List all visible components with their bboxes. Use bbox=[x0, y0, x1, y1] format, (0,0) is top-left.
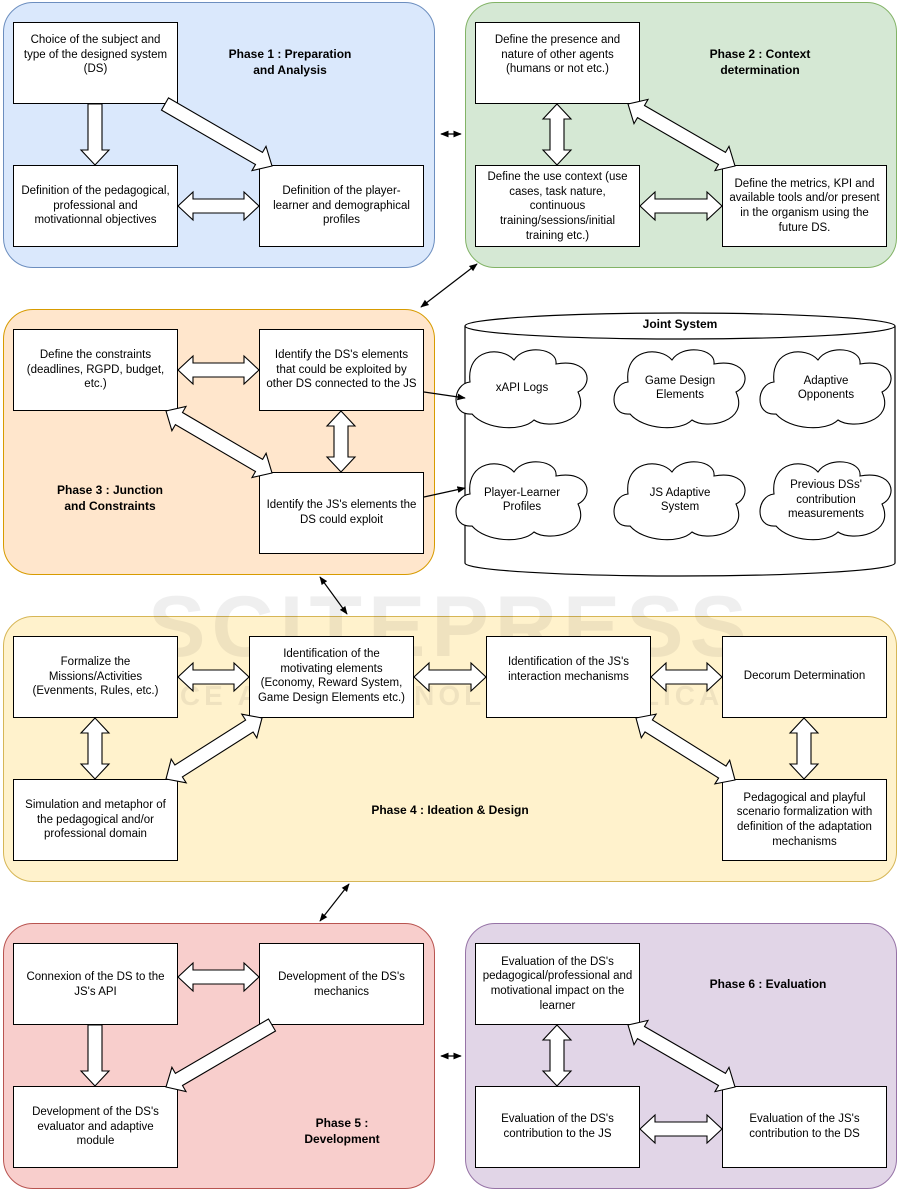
joint-system-cloud bbox=[613, 461, 746, 541]
joint-system-cloud-label: Previous DSs' contribution measurements bbox=[787, 479, 865, 521]
flow-arrow bbox=[177, 961, 260, 993]
phase-3-title: Phase 3 : Junction and Constraints bbox=[56, 483, 164, 514]
flow-arrow bbox=[325, 410, 357, 473]
flow-arrow bbox=[627, 98, 736, 172]
joint-system-link-arrow bbox=[423, 486, 466, 498]
flow-arrow bbox=[541, 103, 573, 166]
box-motivating-elements: Identification of the motivating element… bbox=[249, 636, 414, 718]
box-use-context: Define the use context (use cases, task … bbox=[475, 165, 640, 247]
joint-system-cloud bbox=[613, 349, 746, 429]
flow-arrow bbox=[177, 354, 260, 386]
joint-system-cloud-label: JS Adaptive System bbox=[649, 486, 711, 513]
box-js-contribution: Evaluation of the JS's contribution to t… bbox=[722, 1086, 887, 1168]
flow-arrow bbox=[639, 190, 723, 222]
joint-system-cloud-label: Player-Learner Profiles bbox=[483, 486, 561, 513]
flow-arrow bbox=[650, 661, 723, 693]
phase-link-arrow bbox=[319, 883, 350, 922]
box-connexion-api: Connexion of the DS to the JS's API bbox=[13, 943, 178, 1025]
flow-arrow bbox=[639, 1113, 723, 1145]
joint-system-cloud-label: Adaptive Opponents bbox=[797, 374, 855, 401]
box-player-learner-profiles: Definition of the player- learner and de… bbox=[259, 165, 424, 247]
box-js-elements: Identify the JS's elements the DS could … bbox=[259, 472, 424, 554]
box-pedagogical-objectives: Definition of the pedagogical, professio… bbox=[13, 165, 178, 247]
box-other-agents: Define the presence and nature of other … bbox=[475, 22, 640, 104]
box-impact-evaluation: Evaluation of the DS's pedagogical/profe… bbox=[475, 943, 640, 1025]
box-simulation-metaphor: Simulation and metaphor of the pedagogic… bbox=[13, 779, 178, 861]
phase-5-title: Phase 5 : Development bbox=[304, 1116, 380, 1147]
joint-system-title: Joint System bbox=[642, 317, 718, 331]
box-ds-contribution: Evaluation of the DS's contribution to t… bbox=[475, 1086, 640, 1168]
box-evaluator-module: Development of the DS's evaluator and ad… bbox=[13, 1086, 178, 1168]
box-ds-mechanics: Development of the DS's mechanics bbox=[259, 943, 424, 1025]
phase-link-arrow bbox=[319, 576, 348, 615]
flow-arrow bbox=[79, 103, 111, 166]
flow-arrow bbox=[165, 405, 273, 479]
joint-system-cloud bbox=[455, 461, 588, 541]
phase-2-title: Phase 2 : Context determination bbox=[709, 47, 811, 78]
box-js-interaction: Identification of the JS's interaction m… bbox=[486, 636, 651, 718]
flow-arrow bbox=[165, 1018, 277, 1093]
joint-system-cloud-label: xAPI Logs bbox=[495, 381, 549, 394]
phase-link-arrow bbox=[420, 263, 478, 308]
flow-arrow bbox=[635, 713, 736, 785]
phase-6-title: Phase 6 : Evaluation bbox=[709, 977, 827, 991]
box-constraints: Define the constraints (deadlines, RGPD,… bbox=[13, 329, 178, 411]
box-decorum: Decorum Determination bbox=[722, 636, 887, 718]
flow-arrow bbox=[413, 661, 487, 693]
flow-arrow bbox=[160, 97, 273, 172]
flow-arrow bbox=[177, 190, 260, 222]
phase-1-title: Phase 1 : Preparation and Analysis bbox=[228, 47, 352, 78]
flow-arrow bbox=[177, 661, 250, 693]
flow-arrow bbox=[79, 717, 111, 780]
flow-arrow bbox=[627, 1019, 736, 1093]
flow-arrow bbox=[165, 713, 263, 784]
joint-system-link-arrow bbox=[423, 391, 466, 401]
joint-system-cloud bbox=[759, 349, 892, 429]
joint-system-cloud bbox=[759, 461, 892, 541]
phase-4-title: Phase 4 : Ideation & Design bbox=[371, 803, 529, 817]
joint-system-cloud bbox=[455, 349, 588, 429]
joint-system-cloud-label: Game Design Elements bbox=[644, 374, 716, 401]
flow-arrow bbox=[788, 717, 820, 780]
flow-arrow bbox=[541, 1024, 573, 1087]
box-scenario-formalization: Pedagogical and playful scenario formali… bbox=[722, 779, 887, 861]
flow-arrow bbox=[79, 1024, 111, 1087]
box-metrics-kpi: Define the metrics, KPI and available to… bbox=[722, 165, 887, 247]
